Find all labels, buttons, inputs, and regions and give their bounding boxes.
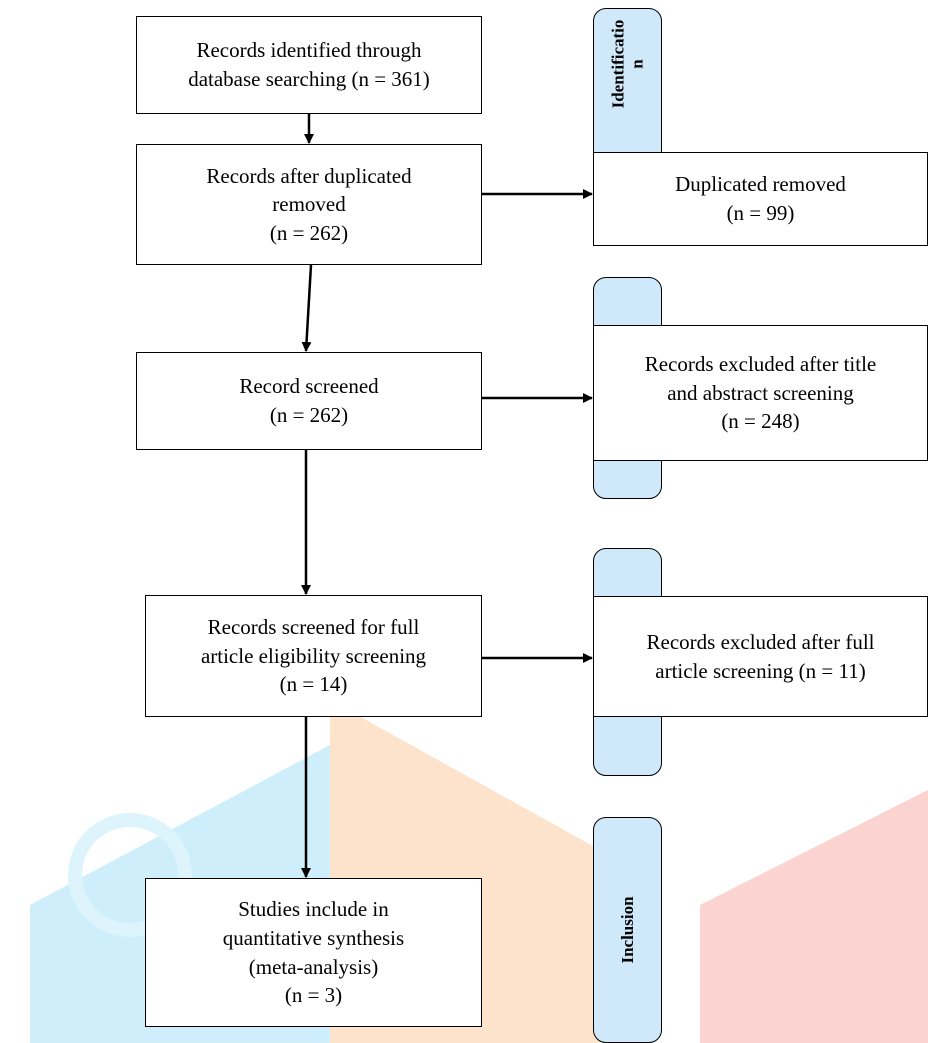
box-after-duplicates-line-2: removed: [272, 192, 346, 217]
box-duplicates-removed: Duplicated removed (n = 99): [593, 152, 928, 246]
box-excluded-full-article-line-1: Records excluded after full: [646, 629, 875, 654]
box-duplicates-removed-line-2: (n = 99): [726, 201, 795, 225]
box-studies-included-line-3: (meta-analysis): [248, 954, 379, 979]
box-duplicates-removed-line-1: Duplicated removed: [675, 172, 846, 197]
box-excluded-title-abstract-line-2: and abstract screening: [667, 380, 854, 405]
watermark-cloud-shape: [68, 813, 192, 937]
stage-inclusion-label: Inclusion: [617, 896, 637, 964]
box-records-screened: Record screened (n = 262): [136, 352, 482, 450]
box-records-identified: Records identified through database sear…: [136, 16, 482, 114]
box-records-screened-line-1: Record screened: [239, 374, 379, 399]
box-after-duplicates-line-3: (n = 262): [269, 220, 349, 245]
box-full-article: Records screened for full article eligib…: [145, 595, 482, 717]
box-excluded-full-article: Records excluded after full article scre…: [593, 596, 928, 717]
box-after-duplicates: Records after duplicated removed (n = 26…: [136, 144, 482, 265]
box-excluded-full-article-line-2: article screening (n = 11): [655, 658, 866, 683]
box-excluded-title-abstract-line-3: (n = 248): [721, 409, 800, 434]
stage-identification-label: Identificatio n: [607, 19, 646, 109]
box-studies-included-line-1: Studies include in: [238, 897, 389, 922]
box-records-screened-line-2: (n = 262): [269, 403, 349, 427]
box-records-identified-line-1: Records identified through: [196, 38, 422, 63]
box-full-article-line-1: Records screened for full: [207, 615, 420, 640]
box-full-article-line-3: (n = 14): [279, 672, 348, 697]
box-after-duplicates-line-1: Records after duplicated: [206, 163, 412, 188]
box-excluded-title-abstract-line-1: Records excluded after title: [644, 352, 877, 377]
box-records-identified-line-2: database searching (n = 361): [188, 67, 430, 91]
box-excluded-title-abstract: Records excluded after title and abstrac…: [593, 325, 928, 461]
watermark-red-shape: [700, 790, 928, 1043]
box-studies-included: Studies include in quantitative synthesi…: [145, 878, 482, 1027]
stage-inclusion: Inclusion: [593, 817, 662, 1043]
box-studies-included-line-4: (n = 3): [284, 983, 343, 1008]
box-full-article-line-2: article eligibility screening: [200, 643, 427, 668]
box-studies-included-line-2: quantitative synthesis: [222, 925, 405, 950]
